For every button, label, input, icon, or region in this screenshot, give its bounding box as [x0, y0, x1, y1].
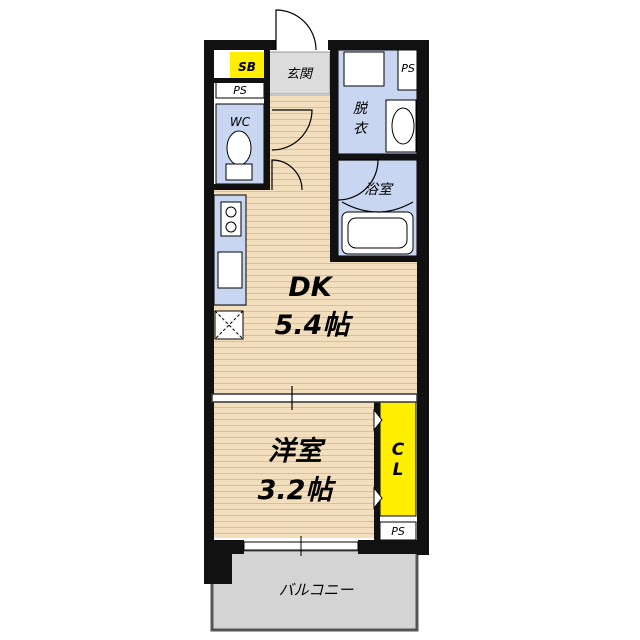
wall-wc-right — [264, 95, 270, 190]
closet-door-1 — [373, 408, 383, 432]
label-dk-name: DK — [288, 272, 333, 303]
dk-door — [271, 159, 303, 191]
wall-bottom-right — [358, 540, 429, 554]
label-cl-1: C — [392, 440, 405, 460]
wall-bath-bottom — [330, 256, 420, 262]
bathtub-inner — [347, 217, 408, 249]
wall-top-right — [328, 40, 429, 50]
closet — [379, 401, 417, 517]
label-cl-2: L — [393, 460, 404, 480]
label-sb: SB — [238, 60, 256, 74]
wall-right — [417, 40, 429, 555]
label-yoshitsu-name: 洋室 — [268, 436, 326, 467]
label-datsui-2: 衣 — [353, 121, 369, 137]
toilet-bowl — [226, 130, 252, 166]
sb-box — [230, 52, 264, 78]
label-genkan: 玄関 — [286, 67, 314, 82]
wall-corner-block — [204, 554, 232, 584]
label-ps-top-left: PS — [233, 84, 247, 97]
closet-door-2 — [373, 486, 383, 510]
wall-dk-yoshitsu — [211, 393, 418, 403]
wall-sb-bottom — [212, 78, 270, 83]
wall-left — [204, 40, 214, 555]
fridge-mark-2 — [214, 310, 244, 340]
wall-closet-left — [374, 398, 380, 540]
label-ps-top-right: PS — [401, 62, 415, 75]
wall-wc-bottom — [212, 184, 270, 190]
label-ps-bottom: PS — [391, 525, 405, 538]
burner-2 — [225, 221, 237, 233]
corridor-door — [271, 109, 313, 151]
wall-top-left — [204, 40, 276, 50]
kitchen-sink — [217, 251, 243, 289]
label-balcony: バルコニー — [279, 581, 355, 599]
wall-datsui-bottom — [338, 154, 418, 160]
burner-1 — [225, 206, 237, 218]
corridor-floor — [268, 95, 330, 195]
entrance-door — [275, 9, 317, 51]
bath-door — [341, 201, 414, 213]
genkan-floor — [267, 51, 331, 95]
label-datsui-1: 脱 — [353, 101, 369, 117]
label-yokushitsu: 浴室 — [364, 182, 394, 198]
yoshitsu-floor — [212, 400, 375, 538]
label-dk-size: 5.4帖 — [275, 310, 354, 341]
wall-genkan-left — [264, 50, 270, 95]
washbasin-bowl — [391, 107, 415, 145]
washer-pan — [343, 51, 385, 87]
balcony-floor — [212, 550, 417, 630]
toilet-tank — [225, 163, 253, 181]
fridge-mark-1 — [214, 310, 244, 340]
wall-bath-left — [330, 50, 338, 260]
label-wc: WC — [230, 115, 251, 129]
wall-bottom-left — [204, 540, 244, 554]
label-yoshitsu-size: 3.2帖 — [258, 475, 337, 506]
datsui-door — [337, 159, 379, 201]
